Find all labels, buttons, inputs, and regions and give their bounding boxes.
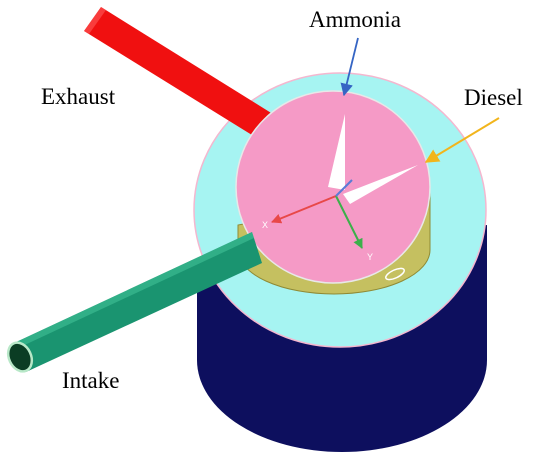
x-axis-label: X <box>262 220 268 230</box>
coordinate-axes: X Y <box>262 179 373 262</box>
ammonia-arrow <box>340 37 359 97</box>
diesel-sprays <box>328 114 418 204</box>
diesel-label: Diesel <box>464 85 523 110</box>
z-axis-stub <box>335 179 353 197</box>
exhaust-label: Exhaust <box>41 84 116 109</box>
y-axis-arrow <box>335 195 363 249</box>
exhaust-pipe <box>84 7 276 140</box>
intake-opening <box>6 341 34 373</box>
spray-right <box>343 165 418 204</box>
intake-pipe <box>6 232 262 373</box>
piston-slot <box>385 267 405 281</box>
intake-label: Intake <box>62 368 119 393</box>
y-axis-label: Y <box>367 252 373 262</box>
spray-upper <box>328 114 345 190</box>
ammonia-label: Ammonia <box>309 7 401 32</box>
diesel-arrow <box>424 117 500 163</box>
x-axis-arrow <box>271 195 337 224</box>
